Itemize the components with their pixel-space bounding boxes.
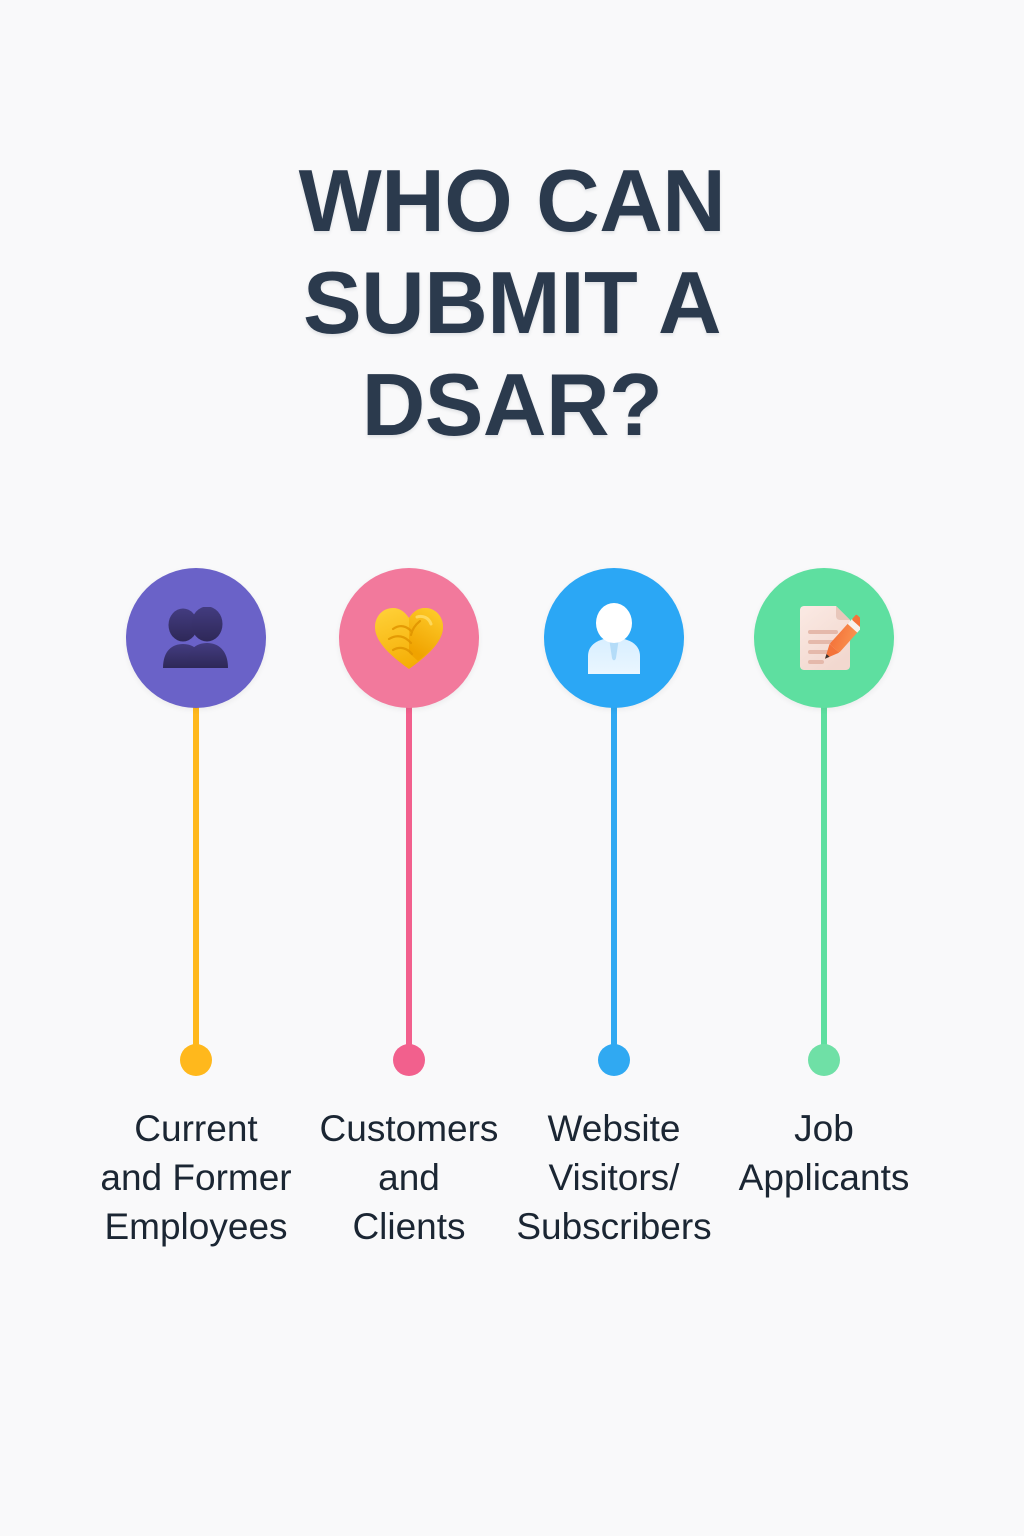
connector-employees [179, 704, 213, 1076]
category-label-customers: Customers and Clients [302, 1104, 517, 1252]
category-label-line-2: and [378, 1157, 440, 1199]
category-item-website-visitors-subscribers: Website Visitors/ Subscribers [509, 568, 719, 1252]
icon-bubble-customers [339, 568, 479, 708]
icon-bubble-visitors [544, 568, 684, 708]
connector-stem-employees [193, 704, 199, 1047]
category-label-line-3: Employees [104, 1206, 288, 1248]
category-label-line-1: Website [547, 1108, 681, 1149]
page-title-line-2: SUBMIT A [302, 253, 722, 353]
category-label-line-3: Subscribers [516, 1206, 712, 1248]
category-label-line-1: Customers [319, 1108, 499, 1149]
connector-stem-applicants [821, 704, 827, 1047]
page-title-line-3: DSAR? [361, 355, 663, 455]
category-item-current-and-former-employees: Current and Former Employees [91, 568, 301, 1252]
page-title-line-1: WHO CAN [298, 151, 726, 250]
two-people-icon [159, 607, 233, 669]
category-label-line-1: Current [134, 1108, 258, 1149]
category-item-job-applicants: Job Applicants [719, 568, 929, 1202]
connector-applicants [807, 704, 841, 1076]
category-label-applicants: Job Applicants [717, 1104, 932, 1202]
connector-customers [392, 704, 426, 1076]
connector-dot-visitors [598, 1044, 630, 1076]
category-label-line-2: Applicants [738, 1157, 910, 1199]
category-label-employees: Current and Former Employees [89, 1104, 304, 1252]
category-label-line-1: Job [794, 1108, 854, 1149]
person-bust-icon [584, 602, 644, 674]
memo-document-pencil-icon [788, 602, 860, 674]
icon-bubble-employees [126, 568, 266, 708]
connector-stem-visitors [611, 704, 617, 1047]
connector-dot-applicants [808, 1044, 840, 1076]
connector-dot-employees [180, 1044, 212, 1076]
category-item-customers-and-clients: Customers and Clients [304, 568, 514, 1252]
category-list: Current and Former Employees [0, 568, 1024, 1328]
icon-bubble-applicants [754, 568, 894, 708]
category-label-line-2: and Former [100, 1157, 292, 1199]
page-title-block: WHO CAN SUBMIT A DSAR? [0, 150, 1024, 456]
connector-dot-customers [393, 1044, 425, 1076]
page-title: WHO CAN SUBMIT A DSAR? [252, 150, 772, 456]
connector-stem-customers [406, 704, 412, 1047]
category-label-visitors: Website Visitors/ Subscribers [507, 1104, 722, 1252]
category-label-line-3: Clients [352, 1206, 466, 1248]
connector-visitors [597, 704, 631, 1076]
category-label-line-2: Visitors/ [548, 1157, 680, 1199]
handshake-heart-icon [373, 605, 445, 671]
